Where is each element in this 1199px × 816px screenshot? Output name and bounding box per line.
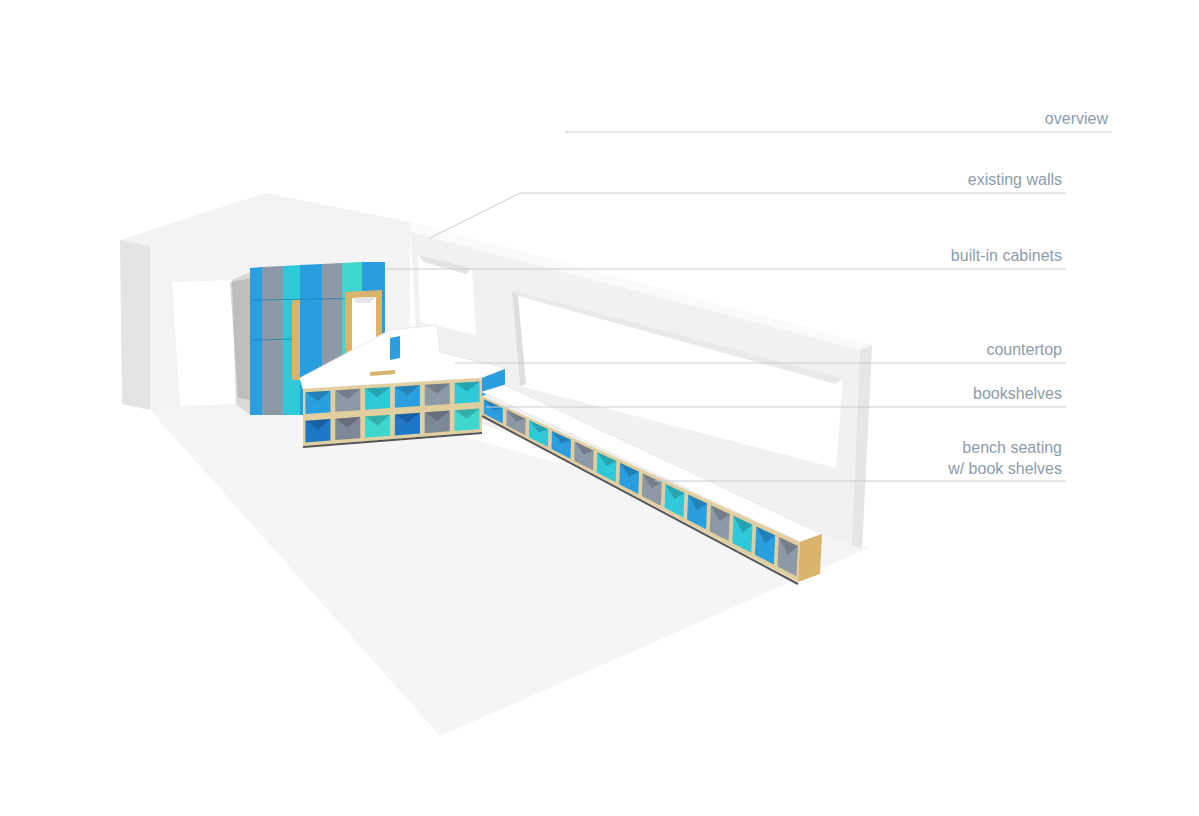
bench-bookshelves — [482, 396, 800, 582]
window-opening — [512, 290, 843, 468]
callout-label: countertop — [986, 339, 1062, 360]
sink — [370, 370, 395, 376]
long-wall — [410, 222, 872, 548]
wall-end — [852, 345, 872, 548]
island-bookshelves — [303, 378, 482, 446]
window-opening — [418, 255, 476, 335]
window-reveal — [418, 255, 472, 274]
callout-label: overview — [1045, 108, 1108, 129]
callout-label: built-in cabinets — [951, 245, 1062, 266]
leader-lines — [386, 132, 1112, 481]
wall-thickness — [120, 240, 150, 410]
bench-end — [798, 534, 822, 582]
window-reveal — [512, 290, 843, 384]
callout-label: existing walls — [968, 169, 1062, 190]
cabinet-end — [390, 336, 400, 360]
bench-top — [482, 385, 822, 542]
bench-base — [482, 416, 798, 584]
door-shadow — [230, 278, 252, 400]
island-base — [303, 433, 482, 447]
window-reveal — [512, 290, 526, 386]
callout-label: bench seating w/ book shelves — [943, 437, 1062, 479]
door-opening — [172, 280, 236, 406]
callout-label: bookshelves — [973, 383, 1062, 404]
